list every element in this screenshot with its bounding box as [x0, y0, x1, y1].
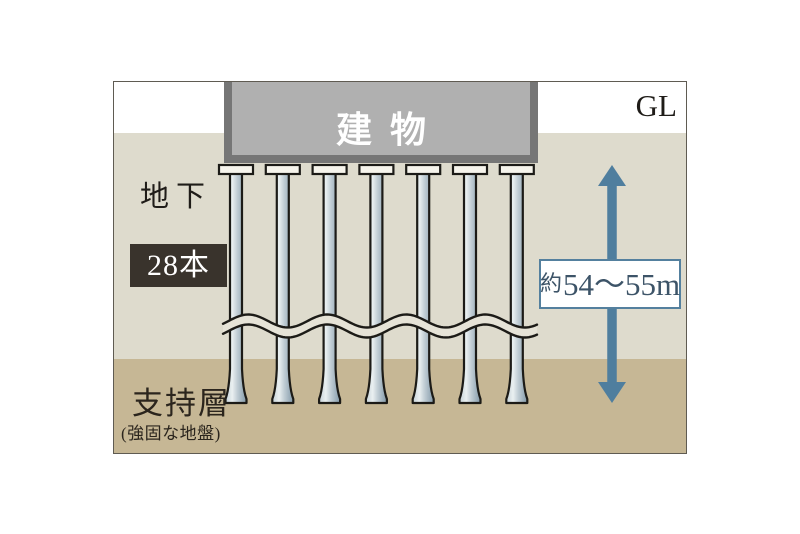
diagram-panel: 建物 GL 地下 28本 約 54〜55m 支持層 (強固な地盤) — [113, 81, 687, 454]
building: 建物 — [224, 82, 538, 163]
support-layer-label: 支持層 — [132, 386, 231, 421]
pile-count-badge: 28本 — [130, 244, 227, 287]
depth-measure-box: 約 54〜55m — [539, 259, 681, 309]
pile-count-label: 28本 — [147, 248, 210, 282]
piles-wave-arrow-art — [217, 163, 626, 405]
depth-value: 54〜55m — [562, 266, 681, 302]
underground-label: 地下 — [140, 181, 213, 213]
support-layer-band — [114, 359, 686, 453]
building-label: 建物 — [335, 109, 444, 150]
depth-prefix: 約 — [539, 271, 562, 296]
support-layer-sublabel: (強固な地盤) — [121, 424, 221, 443]
ground-level-label: GL — [635, 88, 677, 123]
support-layer-label-block: 支持層 (強固な地盤) — [121, 388, 231, 442]
